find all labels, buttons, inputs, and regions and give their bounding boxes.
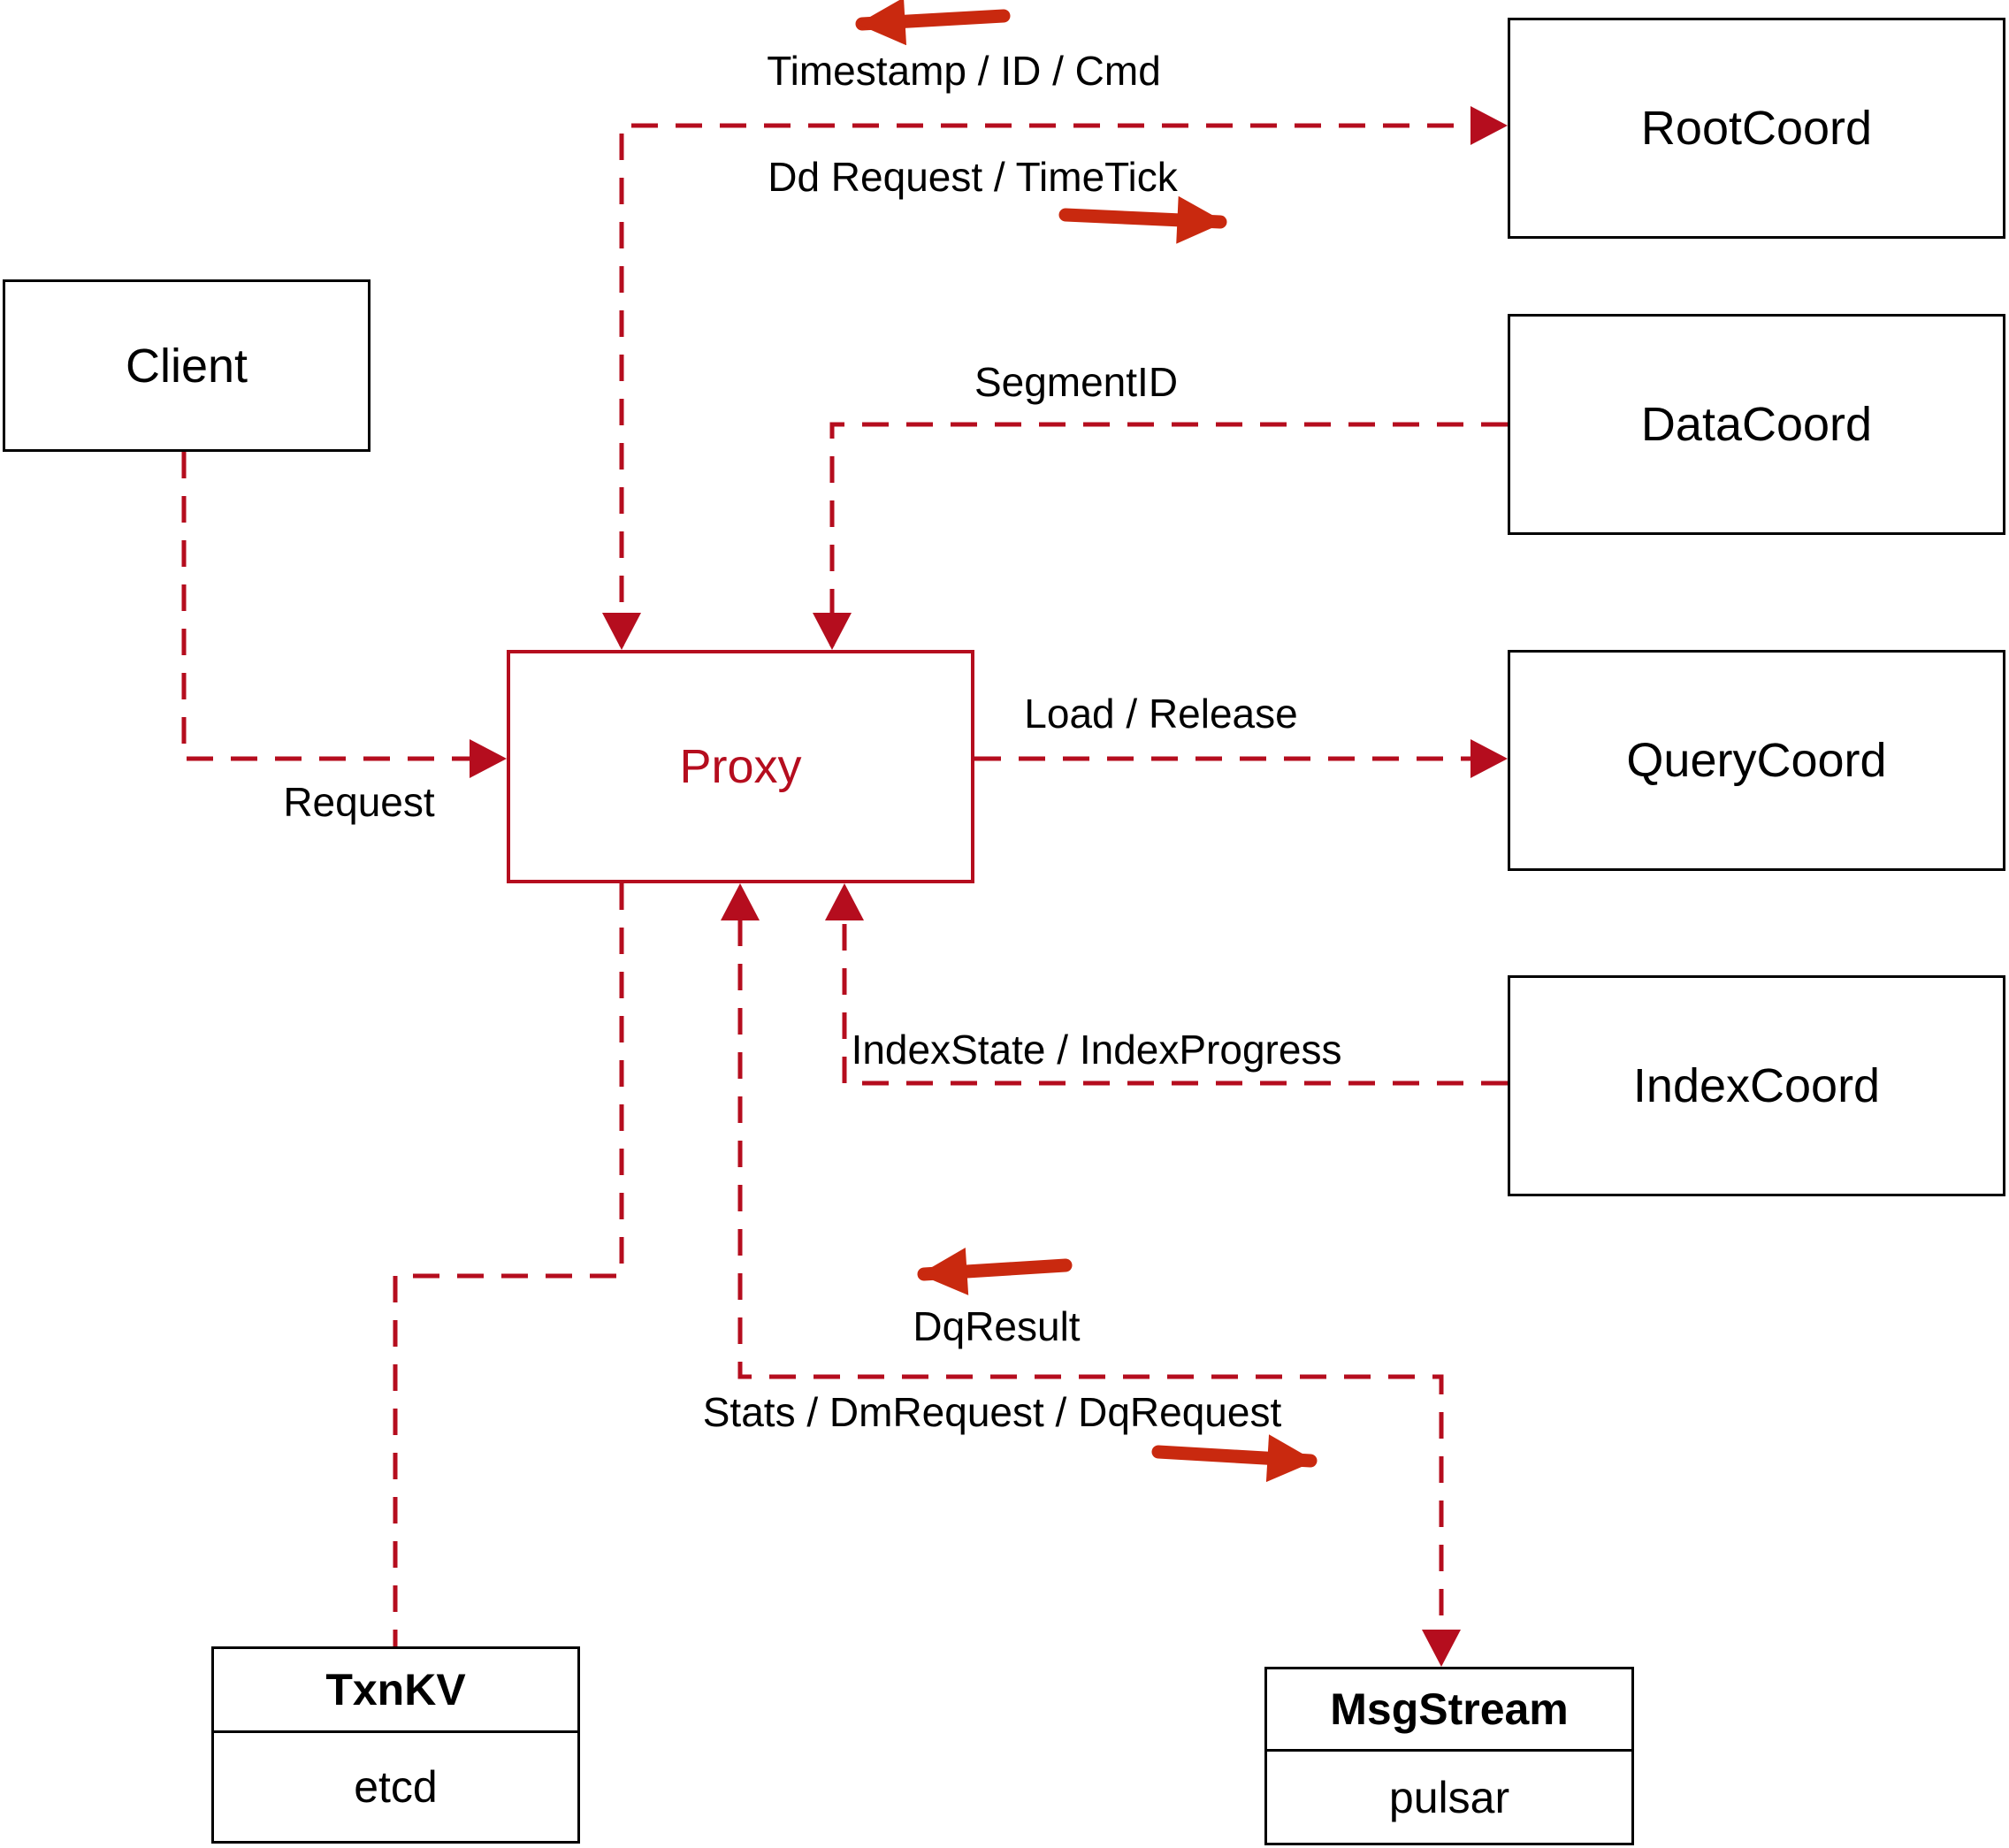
edge-label-indexstate: IndexState / IndexProgress <box>851 1027 1342 1073</box>
edge-label-dqresult: DqResult <box>913 1303 1081 1349</box>
direction-arrow-left-dqresult <box>917 1248 1073 1295</box>
datacoord-label: DataCoord <box>1640 398 1873 451</box>
direction-arrow-right-ddrequest <box>1058 195 1227 244</box>
arrowhead-into-proxy-bottom-right <box>825 883 864 920</box>
edge-label-timestamp-id-cmd: Timestamp / ID / Cmd <box>767 48 1161 94</box>
indexcoord-label: IndexCoord <box>1632 1059 1881 1112</box>
msgstream-subtitle: pulsar <box>1388 1772 1510 1822</box>
querycoord-label: QueryCoord <box>1626 734 1887 787</box>
arrowhead-into-proxy-left <box>470 739 507 778</box>
direction-arrow-left-timestamp <box>855 0 1011 46</box>
edge-indexcoord-proxy-indexstate <box>842 920 1508 1086</box>
edge-label-segmentid: SegmentID <box>974 359 1179 405</box>
edge-client-proxy-request <box>181 452 473 761</box>
node-txnkv: TxnKV etcd <box>211 1646 580 1844</box>
edge-proxy-txnkv <box>393 883 624 1646</box>
arrowhead-into-proxy-top-right <box>813 613 852 650</box>
proxy-label: Proxy <box>679 740 802 793</box>
txnkv-subtitle: etcd <box>354 1762 438 1812</box>
node-rootcoord: RootCoord <box>1508 18 2005 239</box>
rootcoord-label: RootCoord <box>1640 102 1873 155</box>
arrowhead-into-rootcoord <box>1470 106 1508 145</box>
node-querycoord: QueryCoord <box>1508 650 2005 871</box>
arrowhead-into-proxy-bottom-left <box>721 883 760 920</box>
direction-arrow-right-stats <box>1151 1434 1318 1483</box>
edge-label-stats-dm-dq: Stats / DmRequest / DqRequest <box>702 1389 1282 1435</box>
node-indexcoord: IndexCoord <box>1508 975 2005 1196</box>
msgstream-title: MsgStream <box>1267 1669 1631 1752</box>
arrowhead-into-msgstream <box>1422 1630 1461 1667</box>
edge-datacoord-proxy-segmentid <box>829 422 1508 646</box>
edge-label-request: Request <box>283 779 435 825</box>
arrowhead-into-proxy-top-left <box>602 613 641 650</box>
client-label: Client <box>125 339 248 393</box>
arrowhead-into-querycoord <box>1470 739 1508 778</box>
node-proxy: Proxy <box>507 650 974 883</box>
txnkv-title: TxnKV <box>214 1649 577 1733</box>
node-datacoord: DataCoord <box>1508 314 2005 535</box>
node-msgstream: MsgStream pulsar <box>1264 1667 1634 1845</box>
node-client: Client <box>3 279 370 452</box>
edge-proxy-msgstream <box>737 920 1444 1632</box>
edge-label-load-release: Load / Release <box>1024 691 1298 737</box>
edge-label-dd-request-timetick: Dd Request / TimeTick <box>768 154 1178 200</box>
